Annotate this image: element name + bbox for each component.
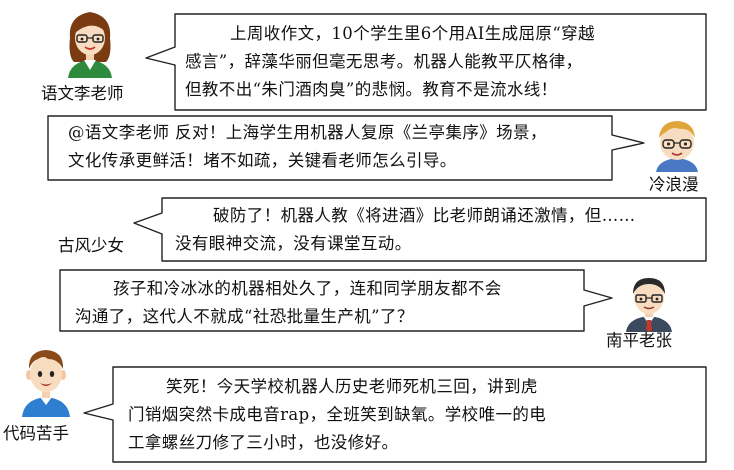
boy-cartoon-icon <box>22 350 70 417</box>
comment-3-line-2: 没有眼神交流，没有课堂互动。 <box>175 234 412 253</box>
female-teacher-glasses-icon <box>68 12 112 78</box>
avatar-nan-ping-lao-zhang <box>622 272 676 332</box>
bubble-1-outline <box>145 13 707 111</box>
avatar-dai-ma-ku-shou <box>18 345 74 417</box>
username-3: 古风少女 <box>58 236 124 255</box>
bubble-2-outline <box>47 115 645 181</box>
comment-2-line-1: @语文李老师 反对！上海学生用机器人复原《兰亭集序》场景， <box>68 123 547 142</box>
comment-text-1: 上周收作文，10个学生里6个用AI生成屈原“穿越 感言”，辞藻华丽但毫无思考。机… <box>185 20 595 104</box>
comment-5-line-3: 工拿螺丝刀修了三小时，也没修好。 <box>128 433 399 452</box>
comment-text-2: @语文李老师 反对！上海学生用机器人复原《兰亭集序》场景， 文化传承更鲜活！堵不… <box>68 119 547 175</box>
comment-1-line-2: 感言”，辞藻华丽但毫无思考。机器人能教平仄格律， <box>185 52 583 71</box>
comment-text-4: 孩子和冷冰冰的机器相处久了，连和同学朋友都不会 沟通了，这代人不就成“社恐批量生… <box>75 275 502 331</box>
avatar-teacher-li <box>62 6 118 78</box>
username-2: 冷浪漫 <box>649 175 699 194</box>
username-4: 南平老张 <box>606 331 672 350</box>
comment-4-line-1: 孩子和冷冰冰的机器相处久了，连和同学朋友都不会 <box>113 279 502 298</box>
username-1: 语文李老师 <box>41 84 124 103</box>
comment-5-line-2: 门销烟突然卡成电音rap，全班笑到缺氧。学校唯一的电 <box>128 405 547 424</box>
male-teacher-glasses-tie-icon <box>626 278 672 332</box>
bubble-4-outline <box>59 269 613 332</box>
bubble-5-outline <box>83 366 707 463</box>
blond-boy-glasses-icon <box>656 121 698 172</box>
comment-1-line-1: 上周收作文，10个学生里6个用AI生成屈原“穿越 <box>230 24 595 43</box>
comment-3-line-1: 破防了！机器人教《将进酒》比老师朗诵还激情，但…… <box>213 206 636 225</box>
bubble-3-outline <box>133 197 707 262</box>
comment-4-line-2: 沟通了，这代人不就成“社恐批量生产机”了？ <box>75 307 414 326</box>
comment-text-5: 笑死！今天学校机器人历史老师死机三回，讲到虎 门销烟突然卡成电音rap，全班笑到… <box>128 373 546 457</box>
username-5: 代码苦手 <box>3 424 69 443</box>
comment-2-line-2: 文化传承更鲜活！堵不如疏，关键看老师怎么引导。 <box>68 151 457 170</box>
comment-1-line-3: 但教不出“朱门酒肉臭”的悲悯。教育不是流水线！ <box>185 80 558 99</box>
comment-5-line-1: 笑死！今天学校机器人历史老师死机三回，讲到虎 <box>166 377 538 396</box>
avatar-leng-lang-man <box>650 114 704 172</box>
comment-text-3: 破防了！机器人教《将进酒》比老师朗诵还激情，但…… 没有眼神交流，没有课堂互动。 <box>175 202 636 258</box>
